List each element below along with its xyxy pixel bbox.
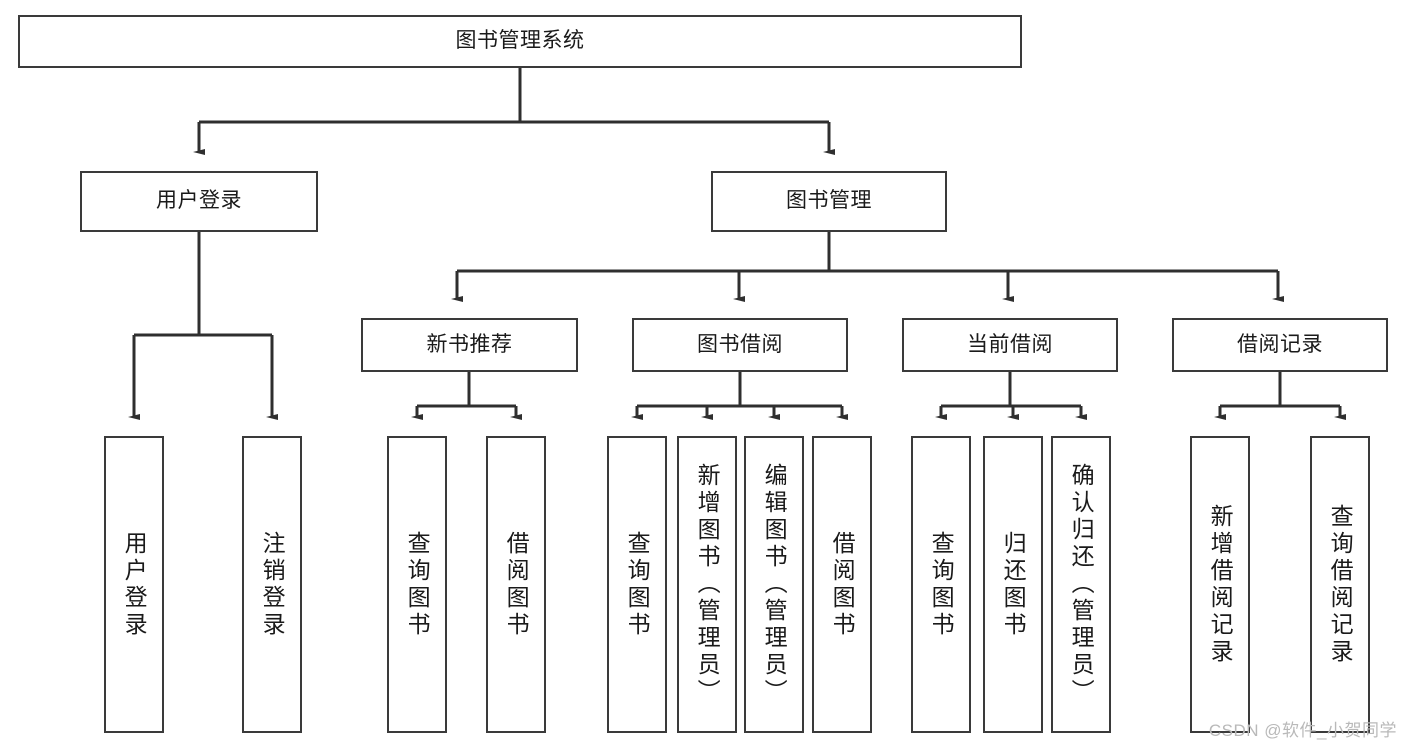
node-new-book-recommend-label: 新书推荐 (426, 332, 513, 356)
leaf-node[interactable]: 借阅图书 (812, 436, 872, 733)
leaf-node-label: 借阅图书 (829, 530, 856, 639)
leaf-node-label: 查询借阅记录 (1327, 503, 1354, 666)
leaf-node-label: 查询图书 (928, 530, 955, 639)
leaf-node-label: 新增图书（管理员） (694, 463, 721, 706)
leaf-node[interactable]: 借阅图书 (486, 436, 546, 733)
leaf-node-label: 用户登录 (121, 530, 148, 639)
leaf-node-label: 归还图书 (1000, 530, 1027, 639)
leaf-node[interactable]: 查询图书 (387, 436, 447, 733)
leaf-node[interactable]: 查询借阅记录 (1310, 436, 1370, 733)
node-book-borrow-label: 图书借阅 (697, 332, 783, 356)
leaf-node-label: 借阅图书 (503, 530, 530, 639)
node-book-management-label: 图书管理 (786, 189, 872, 213)
node-user-login-label: 用户登录 (156, 189, 242, 213)
node-current-borrow-label: 当前借阅 (967, 332, 1053, 356)
leaf-node-label: 查询图书 (624, 530, 651, 639)
node-root[interactable]: 图书管理系统 (18, 15, 1022, 68)
node-borrow-record-label: 借阅记录 (1237, 332, 1323, 356)
leaf-node-label: 编辑图书（管理员） (761, 463, 788, 706)
node-current-borrow[interactable]: 当前借阅 (902, 318, 1118, 372)
node-borrow-record[interactable]: 借阅记录 (1172, 318, 1388, 372)
leaf-node-label: 新增借阅记录 (1207, 503, 1234, 666)
leaf-node-label: 查询图书 (404, 530, 431, 639)
leaf-node[interactable]: 新增图书（管理员） (677, 436, 737, 733)
leaf-node[interactable]: 编辑图书（管理员） (744, 436, 804, 733)
leaf-node[interactable]: 查询图书 (911, 436, 971, 733)
node-new-book-recommend[interactable]: 新书推荐 (361, 318, 578, 372)
node-book-borrow[interactable]: 图书借阅 (632, 318, 848, 372)
leaf-node[interactable]: 用户登录 (104, 436, 164, 733)
node-root-label: 图书管理系统 (455, 29, 585, 53)
leaf-node-label: 注销登录 (259, 530, 286, 639)
leaf-node[interactable]: 查询图书 (607, 436, 667, 733)
leaf-node-label: 确认归还（管理员） (1068, 463, 1095, 706)
leaf-node[interactable]: 注销登录 (242, 436, 302, 733)
leaf-node[interactable]: 新增借阅记录 (1190, 436, 1250, 733)
leaf-node[interactable]: 归还图书 (983, 436, 1043, 733)
csdn-watermark: CSDN @软件_小贺同学 (1208, 721, 1397, 740)
leaf-node[interactable]: 确认归还（管理员） (1051, 436, 1111, 733)
node-user-login[interactable]: 用户登录 (80, 171, 318, 232)
node-book-management[interactable]: 图书管理 (711, 171, 947, 232)
